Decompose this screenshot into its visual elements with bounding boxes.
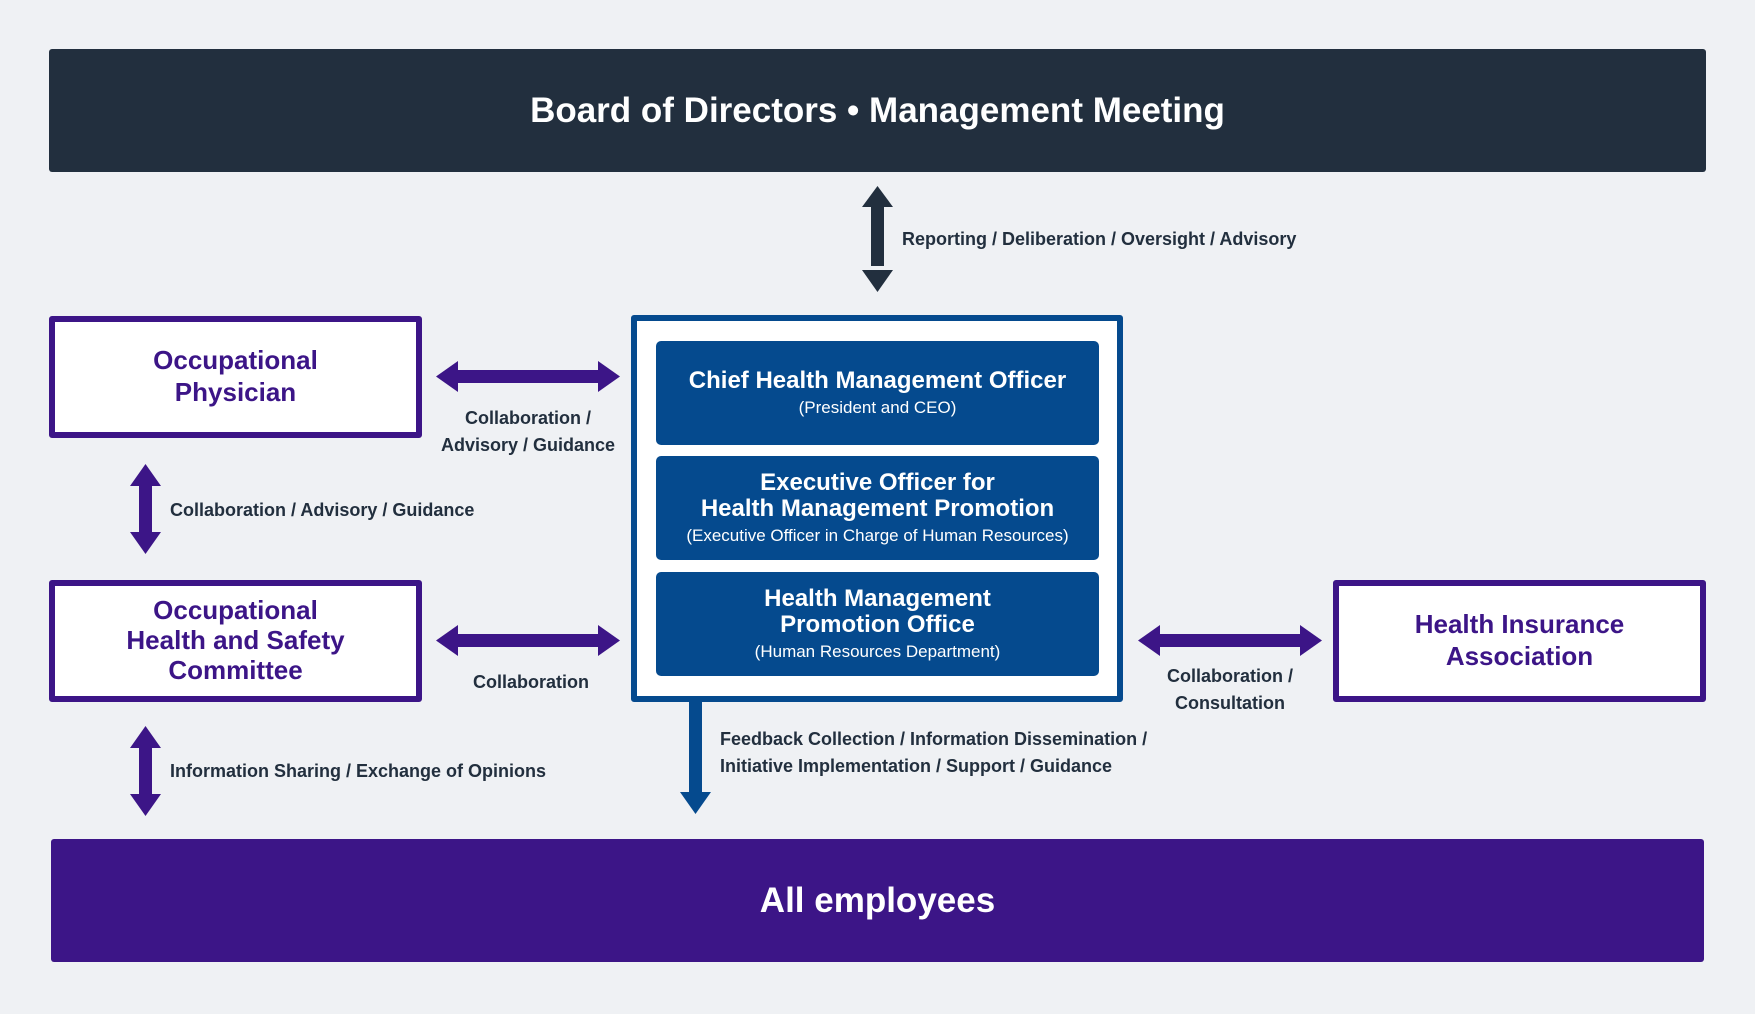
health-safety-committee-box: Occupational Health and Safety Committee bbox=[49, 580, 422, 702]
board-of-directors-bar: Board of Directors • Management Meeting bbox=[49, 49, 1706, 172]
physician-central-label: Collaboration / Advisory / Guidance bbox=[433, 405, 623, 459]
feedback-label-line1: Feedback Collection / Information Dissem… bbox=[720, 729, 1148, 749]
chief-subtitle: (President and CEO) bbox=[798, 398, 957, 418]
reporting-arrow bbox=[862, 186, 893, 292]
committee-line1: Occupational bbox=[153, 595, 318, 626]
committee-central-arrow bbox=[436, 625, 620, 656]
committee-line3: Committee bbox=[168, 654, 303, 685]
promotion-office-box: Health Management Promotion Office (Huma… bbox=[656, 572, 1099, 676]
insurance-central-label-line2: Consultation bbox=[1175, 693, 1285, 713]
office-title-line2: Promotion Office bbox=[780, 611, 975, 639]
chief-title: Chief Health Management Officer bbox=[688, 367, 1067, 395]
office-subtitle: (Human Resources Department) bbox=[754, 642, 1001, 662]
committee-line2: Health and Safety bbox=[126, 625, 345, 656]
office-title-line1: Health Management bbox=[764, 585, 991, 613]
committee-central-label: Collaboration bbox=[473, 672, 589, 692]
insurance-central-label-line1: Collaboration / bbox=[1167, 666, 1293, 686]
feedback-arrow bbox=[680, 700, 711, 814]
all-employees-bar: All employees bbox=[51, 839, 1704, 962]
executive-officer-box: Executive Officer for Health Management … bbox=[656, 456, 1099, 560]
physician-central-arrow bbox=[436, 361, 620, 392]
board-label: Board of Directors • Management Meeting bbox=[530, 90, 1225, 130]
physician-central-label-line2: Advisory / Guidance bbox=[440, 435, 616, 455]
insurance-line2: Association bbox=[1445, 641, 1594, 671]
reporting-label: Reporting / Deliberation / Oversight / A… bbox=[902, 229, 1297, 249]
occupational-physician-box: Occupational Physician bbox=[49, 316, 422, 438]
committee-employees-label: Information Sharing / Exchange of Opinio… bbox=[170, 761, 547, 781]
physician-central-label-line1: Collaboration / bbox=[465, 408, 591, 428]
executive-title-line2: Health Management Promotion bbox=[700, 495, 1055, 523]
feedback-label: Feedback Collection / Information Dissem… bbox=[720, 726, 1147, 780]
chief-health-management-officer-box: Chief Health Management Officer (Preside… bbox=[656, 341, 1099, 445]
physician-line1: Occupational bbox=[153, 345, 318, 376]
physician-committee-label: Collaboration / Advisory / Guidance bbox=[170, 500, 475, 520]
insurance-central-label: Collaboration / Consultation bbox=[1138, 663, 1322, 717]
executive-title-line1: Executive Officer for bbox=[760, 469, 995, 497]
physician-line2: Physician bbox=[174, 377, 297, 407]
feedback-label-line2: Initiative Implementation / Support / Gu… bbox=[720, 756, 1113, 776]
committee-employees-arrow bbox=[130, 726, 161, 816]
health-insurance-association-box: Health Insurance Association bbox=[1333, 580, 1706, 702]
executive-subtitle: (Executive Officer in Charge of Human Re… bbox=[686, 526, 1069, 546]
physician-committee-arrow bbox=[130, 464, 161, 554]
insurance-central-arrow bbox=[1138, 625, 1322, 656]
employees-label: All employees bbox=[759, 880, 996, 920]
insurance-line1: Health Insurance bbox=[1414, 609, 1625, 640]
